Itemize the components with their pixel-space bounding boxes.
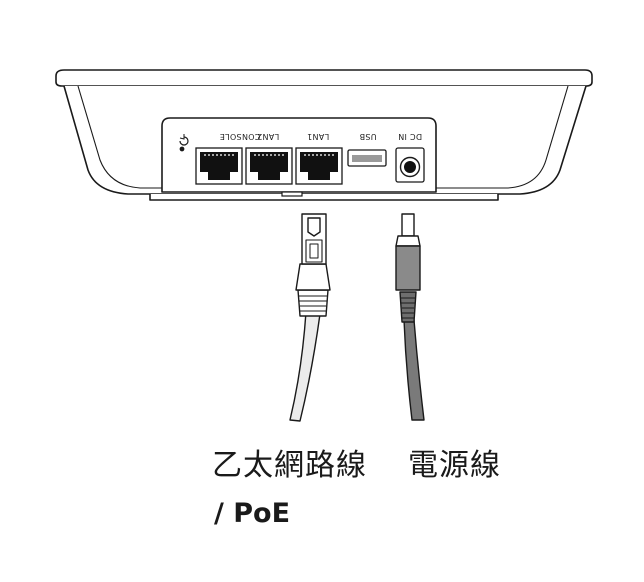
dc-in-port: [395, 147, 425, 183]
router-top-rim: [55, 69, 593, 87]
reset-icon: [179, 134, 189, 152]
usb-port: [347, 149, 387, 167]
power-cable: [403, 319, 425, 421]
rj45-port-console: [195, 147, 243, 185]
poe-label: / PoE: [214, 498, 291, 529]
port-label-lan2: LAN2: [257, 132, 279, 141]
power-cable-label: 電源線: [408, 448, 501, 483]
ethernet-plug: [289, 213, 331, 422]
router-base: [149, 194, 499, 201]
port-labels: CONSOLE LAN2 LAN1 USB DC IN: [220, 132, 423, 141]
port-label-console: CONSOLE: [220, 132, 261, 141]
port-label-dc-in: DC IN: [398, 132, 422, 141]
rj45-port-lan1: [295, 147, 343, 185]
power-plug: [395, 213, 425, 421]
ethernet-cable: [289, 311, 321, 422]
ethernet-cable-label: 乙太網路線: [212, 448, 367, 483]
port-label-lan1: LAN1: [307, 132, 329, 141]
rj45-port-lan2: [245, 147, 293, 185]
panel-tab: [281, 191, 303, 197]
port-label-usb: USB: [359, 132, 376, 141]
